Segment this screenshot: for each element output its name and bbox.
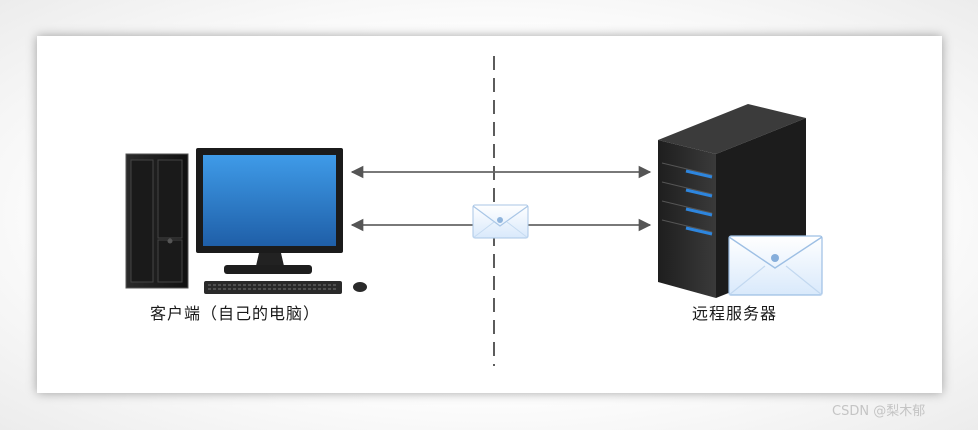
pc-tower (125, 153, 189, 289)
server-label: 远程服务器 (692, 304, 778, 323)
keyboard (204, 281, 342, 294)
monitor (196, 148, 343, 274)
server-envelope-icon (728, 235, 823, 296)
server-drive-leds (661, 162, 713, 236)
watermark: CSDN @梨木郁 (832, 404, 926, 419)
desktop-computer-icon (125, 148, 367, 294)
mouse (353, 282, 367, 292)
envelope-icon (472, 204, 529, 239)
client-label: 客户端（自己的电脑） (150, 304, 321, 323)
